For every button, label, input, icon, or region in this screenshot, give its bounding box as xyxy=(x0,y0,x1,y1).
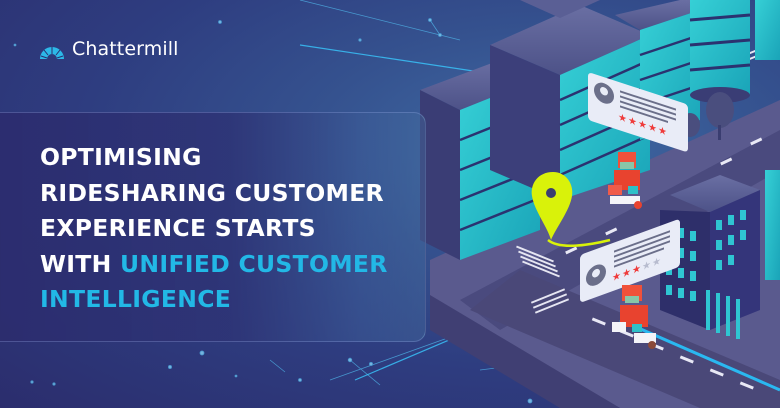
brand-name: Chattermill xyxy=(72,38,179,60)
headline-panel xyxy=(0,112,426,342)
headline-line-4-white: WITH xyxy=(40,249,112,278)
map-pin-icon xyxy=(531,172,611,248)
brand-logo[interactable]: Chattermill xyxy=(38,38,178,60)
building-cylinder xyxy=(689,0,780,103)
headline-line-1: OPTIMISING xyxy=(40,143,202,171)
svg-text:★: ★ xyxy=(612,269,621,284)
svg-text:★: ★ xyxy=(652,255,661,270)
svg-text:★: ★ xyxy=(618,111,627,126)
svg-text:★: ★ xyxy=(658,124,667,139)
headline: OPTIMISING RIDESHARING CUSTOMER EXPERIEN… xyxy=(40,140,388,318)
review-card-2: ★★★★★ xyxy=(580,219,680,302)
constellation-network xyxy=(13,0,533,404)
headline-line-3: EXPERIENCE STARTS xyxy=(40,214,316,242)
svg-text:★: ★ xyxy=(648,121,657,136)
scooter-rider-1 xyxy=(608,152,642,209)
chattermill-arch-icon xyxy=(40,47,64,59)
svg-text:★: ★ xyxy=(642,258,651,273)
svg-text:★: ★ xyxy=(632,262,641,277)
svg-text:★: ★ xyxy=(622,266,631,281)
trees xyxy=(680,92,734,140)
scooter-rider-2 xyxy=(612,285,656,349)
review-card-1: ★★★★★ xyxy=(588,73,688,152)
building-office-right xyxy=(660,170,780,339)
headline-line-2: RIDESHARING CUSTOMER xyxy=(40,178,384,207)
svg-text:★: ★ xyxy=(638,117,647,132)
headline-line-4: WITH UNIFIED CUSTOMER xyxy=(40,247,388,283)
headline-line-4-accent: UNIFIED CUSTOMER xyxy=(120,249,388,278)
svg-text:★: ★ xyxy=(628,114,637,129)
headline-line-5: INTELLIGENCE xyxy=(40,285,232,313)
